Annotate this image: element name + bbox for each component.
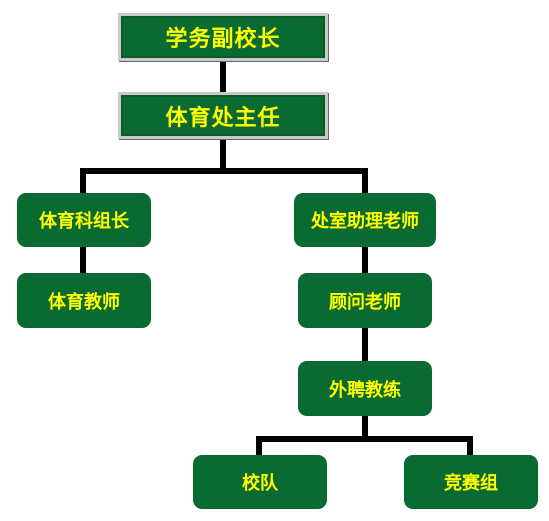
node-pe-group-leader-label: 体育科组长 <box>39 211 129 232</box>
connector-coach-trunk <box>362 414 368 440</box>
node-competition-group: 竞赛组 <box>404 455 538 509</box>
node-pe-teacher-label: 体育教师 <box>48 291 120 313</box>
node-external-coach-label: 外聘教练 <box>329 379 401 401</box>
connector-drop-assistant <box>362 168 368 194</box>
connector-drop-school-team <box>256 436 262 456</box>
connector-pe-group-leader-to-pe-teacher <box>80 246 86 274</box>
node-advisor-teacher-label: 顾问老师 <box>329 291 401 313</box>
connector-pe-director-trunk <box>220 136 226 172</box>
connector-vice-principal-to-pe-director <box>220 59 226 94</box>
node-assistant-to-director: 处室助理老师 <box>294 193 436 247</box>
node-pe-director: 体育处主任 <box>118 92 328 139</box>
node-external-coach: 外聘教练 <box>298 361 432 416</box>
node-pe-teacher: 体育教师 <box>17 273 151 328</box>
connector-level5-horizontal <box>256 436 473 442</box>
connector-advisor-to-coach <box>362 327 368 363</box>
node-school-team: 校队 <box>193 455 327 509</box>
connector-level2-horizontal <box>80 168 368 174</box>
node-school-team-label: 校队 <box>242 473 278 494</box>
node-vice-principal: 学务副校长 <box>118 13 328 61</box>
node-pe-group-leader: 体育科组长 <box>17 193 151 247</box>
node-advisor-teacher: 顾问老师 <box>298 273 432 328</box>
connector-assistant-to-advisor <box>362 246 368 274</box>
node-assistant-to-director-label: 处室助理老师 <box>311 211 419 232</box>
connector-drop-pe-group-leader <box>80 168 86 194</box>
node-vice-principal-label: 学务副校长 <box>165 27 281 52</box>
node-competition-group-label: 竞赛组 <box>444 473 498 494</box>
node-pe-director-label: 体育处主任 <box>165 105 281 131</box>
connector-drop-competition-group <box>467 436 473 456</box>
